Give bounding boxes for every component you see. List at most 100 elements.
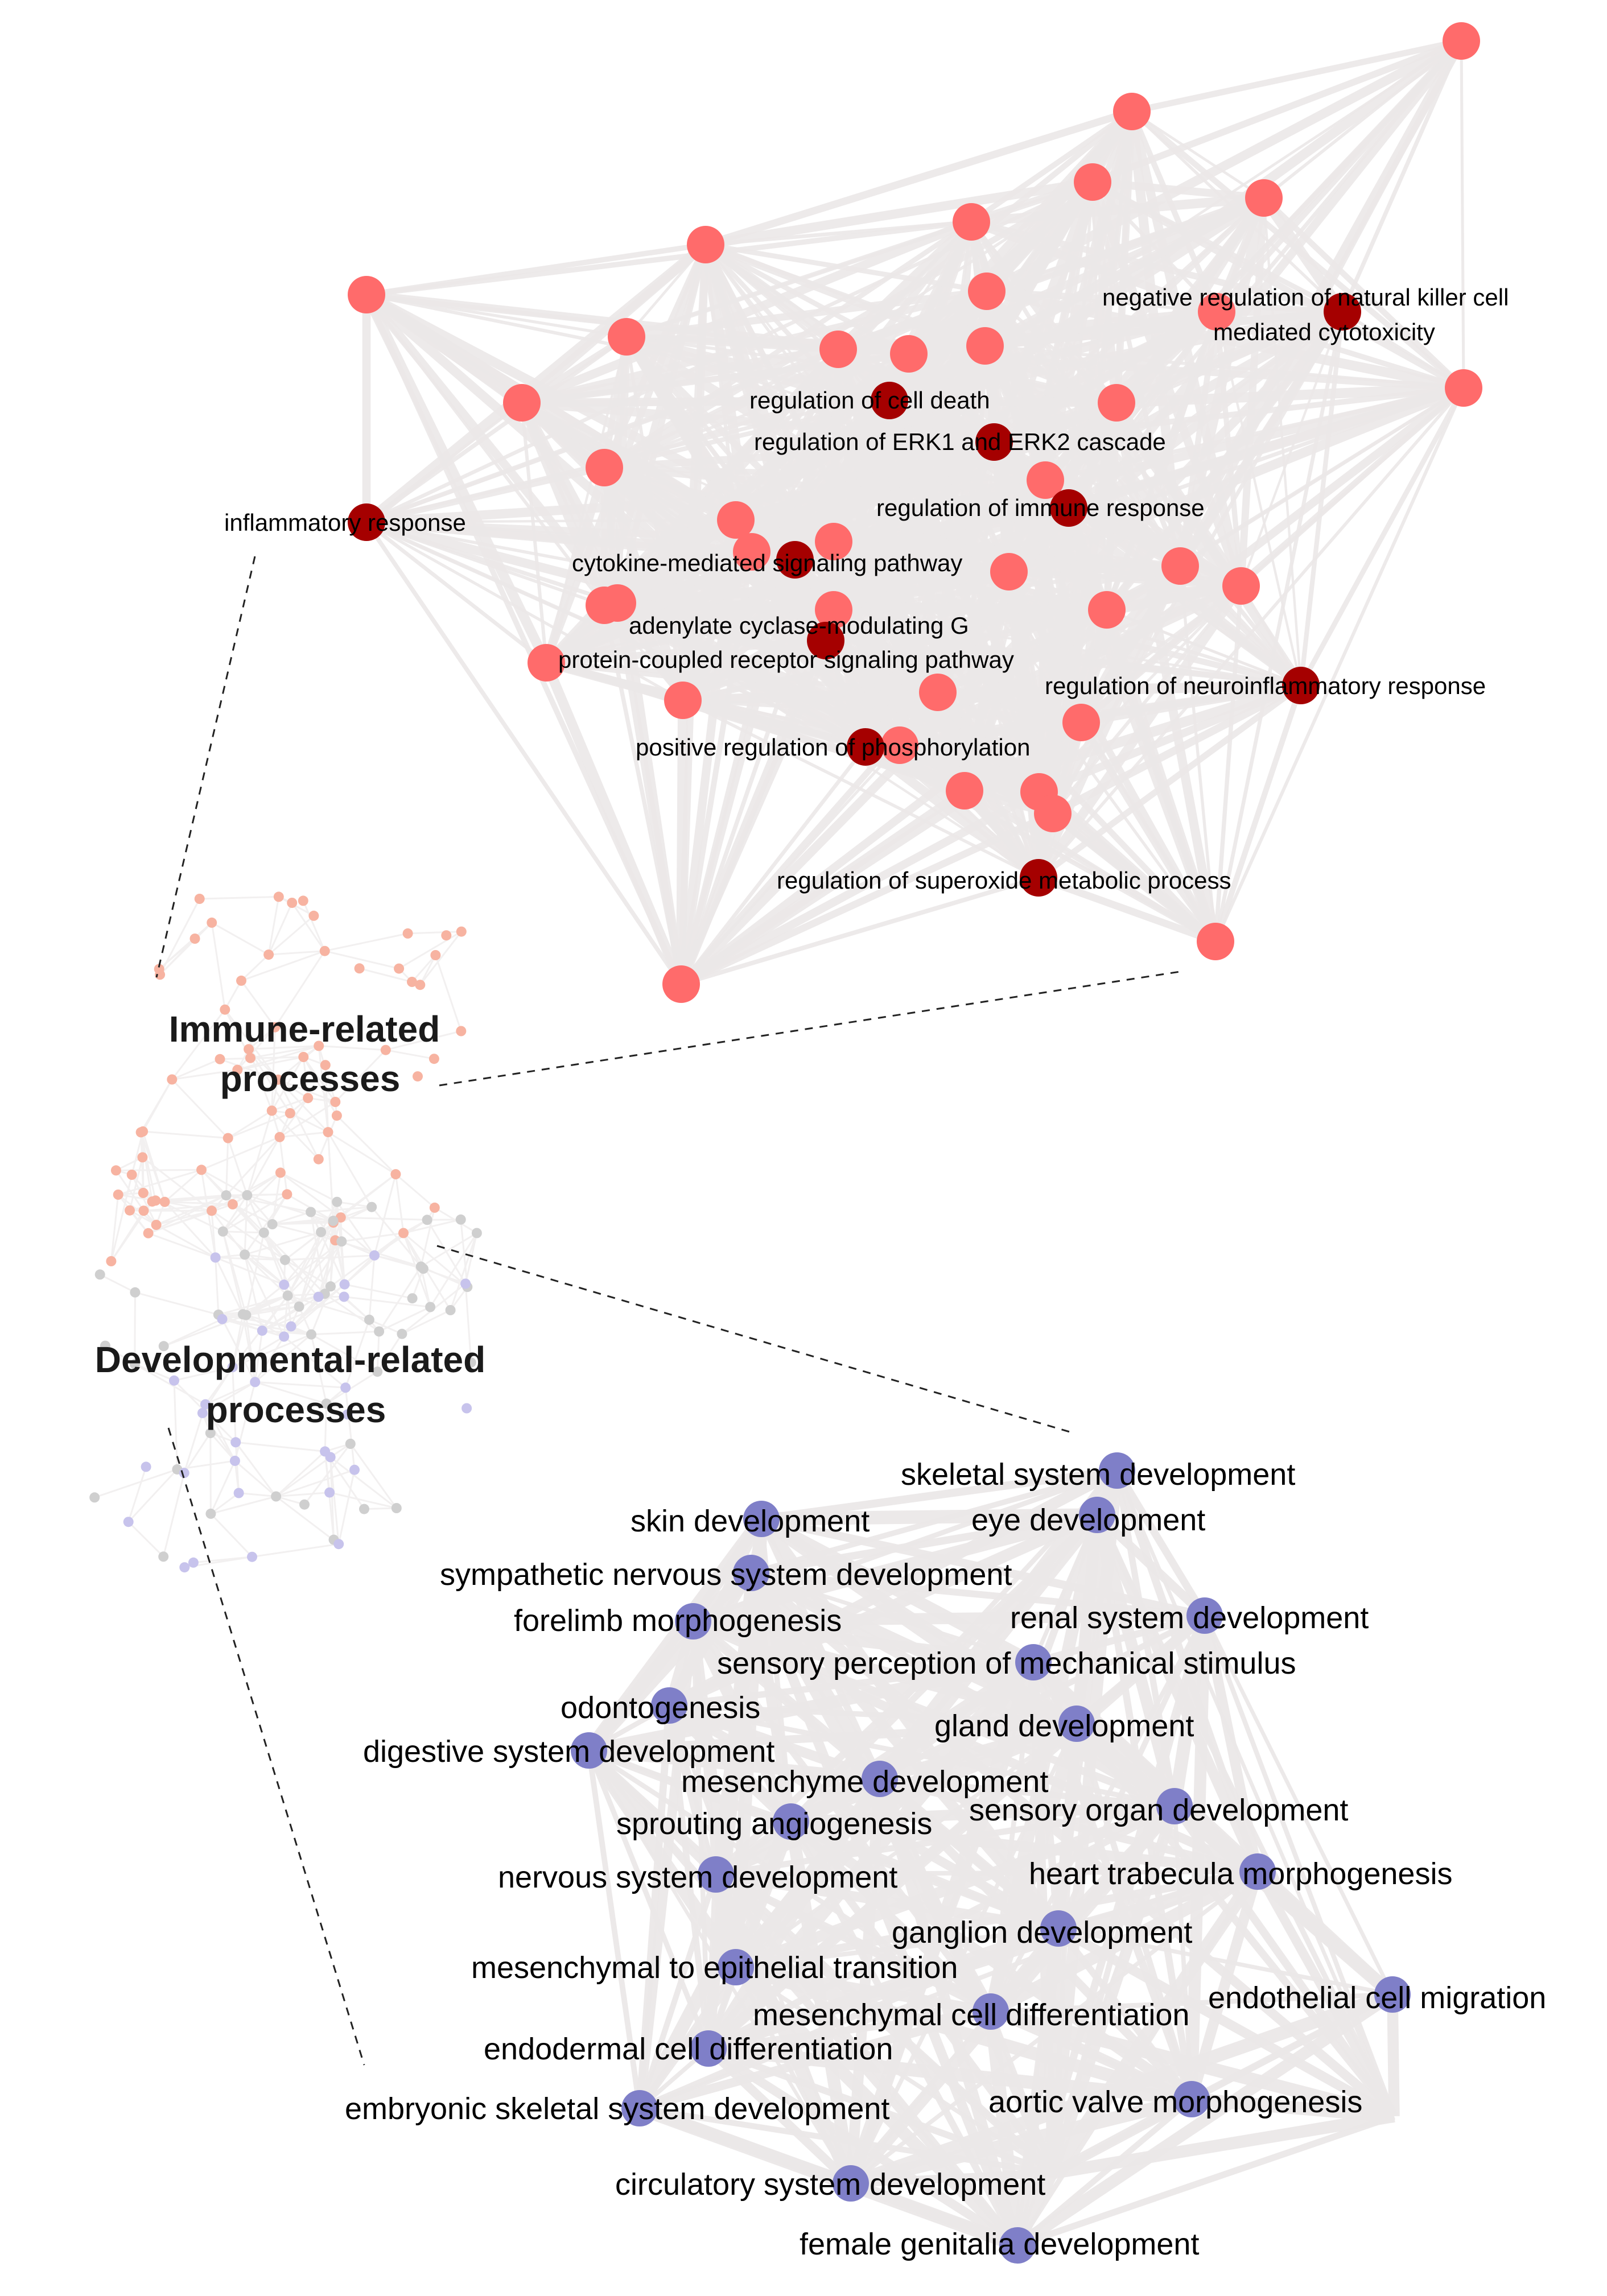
dev-edge: [988, 2010, 1056, 2174]
overview-edge: [127, 1521, 164, 1558]
overview-edge: [344, 1254, 376, 1285]
immune-edge: [1068, 507, 1302, 687]
immune-edge: [970, 218, 1344, 315]
dev-edge: [1014, 1989, 1396, 2250]
overview-edge: [140, 1079, 173, 1133]
overview-edge: [267, 897, 280, 955]
overview-node: [429, 1202, 440, 1213]
immune-label: regulation of superoxide metabolic proce…: [777, 867, 1231, 894]
overview-node: [354, 963, 365, 974]
overview-edge: [267, 902, 293, 955]
overview-node: [194, 894, 205, 904]
overview-node: [345, 1439, 356, 1449]
overview-node: [266, 1105, 277, 1116]
overview-node: [141, 1461, 151, 1472]
overview-edge: [285, 1254, 375, 1261]
overview-node: [273, 891, 284, 902]
dev-edge: [1191, 2092, 1395, 2123]
immune-label: regulation of neuroinflammatory response: [1045, 672, 1486, 699]
developmental-title-line2: processes: [206, 1389, 386, 1430]
overview-edge: [302, 1056, 338, 1116]
overview-edge: [269, 950, 325, 956]
overview-node: [287, 898, 298, 908]
overview-node: [407, 977, 417, 987]
overview-node: [314, 1040, 324, 1051]
overview-edge: [164, 1201, 216, 1258]
dev-label: nervous system development: [498, 1860, 897, 1894]
dev-edge: [1202, 1614, 1396, 2117]
immune-highlight-node: [847, 728, 884, 766]
dev-edge: [790, 1816, 1258, 1877]
overview-edge: [232, 1367, 237, 1443]
overview-edge: [201, 1169, 248, 1196]
immune-edge: [365, 294, 606, 606]
overview-node: [298, 1052, 309, 1062]
immune-edge: [613, 602, 685, 985]
dev-edge: [705, 2045, 854, 2187]
overview-node: [369, 1250, 380, 1261]
dev-edge: [761, 1508, 1098, 1526]
overview-node: [179, 1562, 190, 1573]
immune-highlight-node: [1324, 293, 1361, 331]
dev-edge: [584, 1617, 698, 1754]
overview-edge: [364, 1507, 397, 1510]
overview-node: [342, 1409, 353, 1420]
overview-node: [394, 963, 405, 974]
overview-node: [308, 910, 319, 921]
dev-node: [1015, 1644, 1052, 1680]
overview-edge: [148, 1232, 216, 1258]
immune-edge: [1037, 682, 1303, 796]
overview-node: [325, 1452, 336, 1463]
overview-edge: [254, 1336, 285, 1383]
dev-edge: [669, 1703, 1077, 1727]
immune-edge: [1131, 38, 1462, 115]
overview-node: [462, 1403, 472, 1414]
overview-edge: [222, 1195, 248, 1232]
immune-node: [890, 335, 928, 373]
overview-edge: [210, 1513, 253, 1558]
overview-edge: [336, 1201, 376, 1256]
overview-node: [110, 1165, 121, 1176]
overview-edge: [411, 1268, 425, 1299]
overview-edge: [215, 1257, 220, 1315]
immune-edge: [521, 398, 995, 447]
overview-node: [151, 1220, 162, 1230]
overview-edge: [209, 1432, 236, 1461]
dev-label: sensory organ development: [969, 1793, 1348, 1827]
overview-edge: [336, 1201, 372, 1208]
immune-edge: [749, 551, 868, 748]
overview-edge: [385, 1030, 462, 1051]
overview-edge: [244, 1194, 288, 1256]
overview-edge: [395, 1173, 435, 1209]
immune-node: [1443, 22, 1480, 60]
immune-label: regulation of immune response: [876, 494, 1205, 521]
dev-node: [1079, 1497, 1115, 1533]
immune-edge: [366, 521, 866, 748]
overview-node: [336, 1236, 347, 1247]
overview-edge: [401, 1309, 451, 1335]
immune-node: [1445, 369, 1482, 407]
overview-node: [330, 1097, 341, 1107]
overview-edge: [94, 1468, 178, 1498]
overview-edge: [249, 1045, 319, 1050]
immune-edge: [1213, 311, 1345, 942]
overview-node: [279, 1331, 290, 1342]
overview-node: [415, 980, 426, 990]
dev-edge: [637, 1965, 739, 2110]
dev-edge: [1254, 1868, 1396, 1998]
overview-edge: [411, 955, 436, 982]
immune-label: regulation of cell death: [749, 387, 990, 414]
overview-edge: [423, 1267, 466, 1285]
dev-edge: [761, 1467, 1118, 1523]
overview-node: [299, 1499, 310, 1510]
overview-node: [159, 1196, 170, 1207]
dev-edge: [587, 1656, 1035, 1757]
overview-edge: [252, 1543, 339, 1558]
dev-edge: [1171, 1803, 1398, 2119]
immune-edge: [705, 220, 972, 247]
immune-edge: [822, 637, 1056, 817]
overview-edge: [277, 1079, 320, 1160]
overview-node: [397, 1328, 407, 1339]
overview-edge: [275, 1496, 340, 1545]
dev-node: [621, 2090, 658, 2126]
